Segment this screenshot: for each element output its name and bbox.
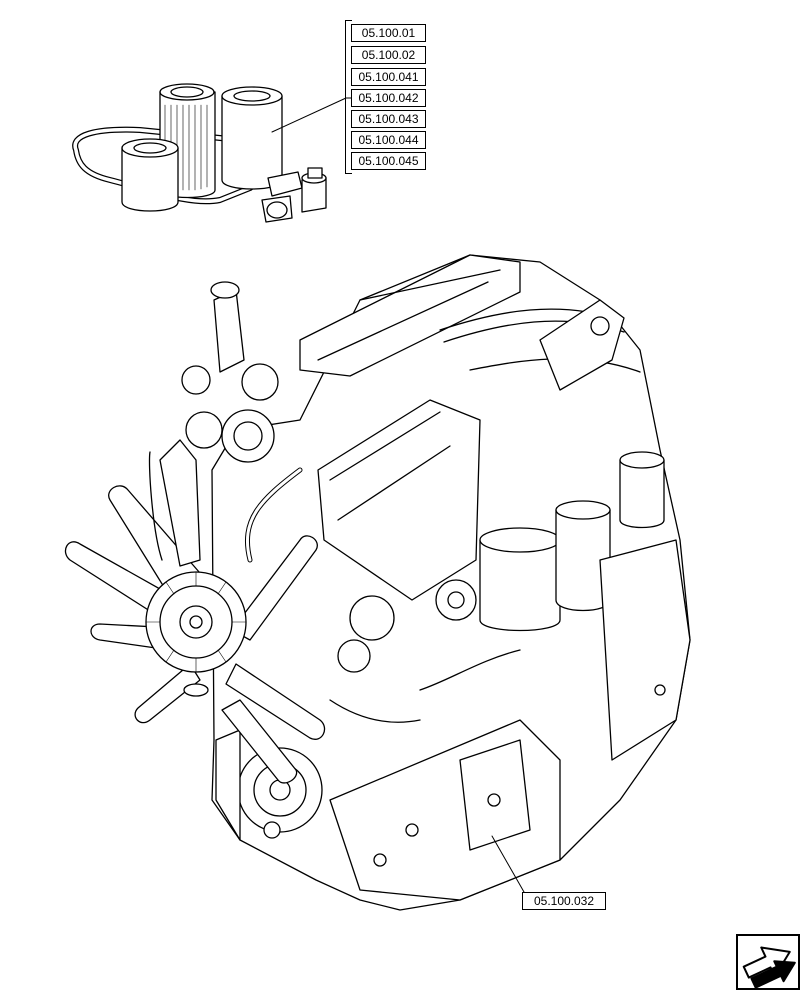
next-page-arrow-icon [742, 946, 796, 989]
filter-kit-drawing [72, 83, 347, 223]
engine-drawing [181, 254, 691, 911]
next-page-button[interactable] [736, 934, 800, 990]
ref-label-05-100-043[interactable]: 05.100.043 [351, 110, 426, 128]
cooling-fan-drawing [64, 439, 326, 784]
ref-label-05-100-044[interactable]: 05.100.044 [351, 131, 426, 149]
ref-label-05-100-032[interactable]: 05.100.032 [522, 892, 606, 910]
ref-bracket [345, 20, 352, 174]
ref-label-05-100-02[interactable]: 05.100.02 [351, 46, 426, 64]
ref-label-05-100-045[interactable]: 05.100.045 [351, 152, 426, 170]
ref-label-05-100-041[interactable]: 05.100.041 [351, 68, 426, 86]
ref-label-05-100-042[interactable]: 05.100.042 [351, 89, 426, 107]
ref-label-05-100-01[interactable]: 05.100.01 [351, 24, 426, 42]
